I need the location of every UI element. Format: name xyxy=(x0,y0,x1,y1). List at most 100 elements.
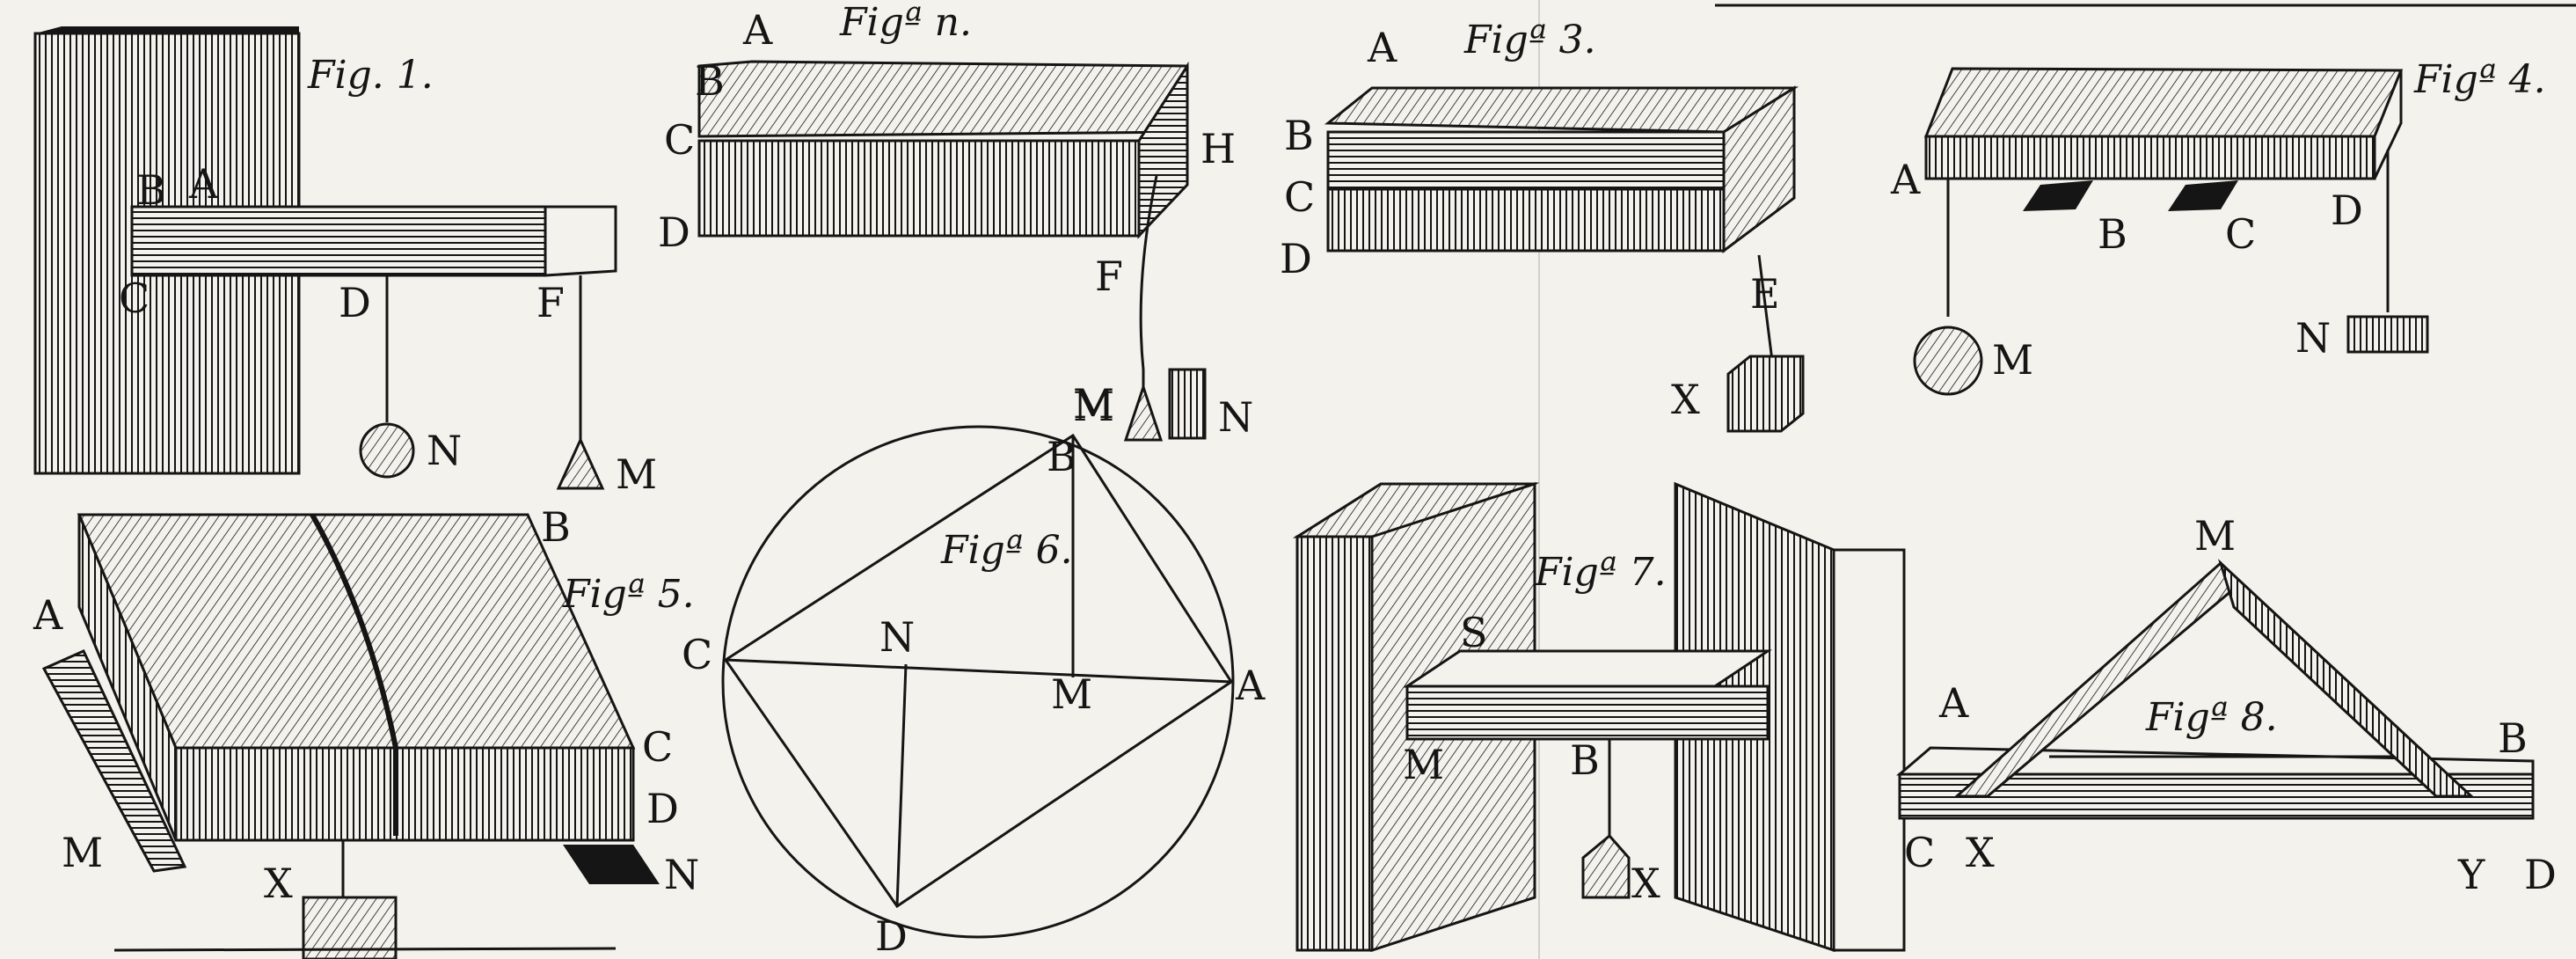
fig7-label-m: M xyxy=(1403,741,1444,788)
fig3-label-e: E xyxy=(1750,270,1780,318)
fig4-label-c: C xyxy=(2225,210,2256,258)
fig7-beam-front xyxy=(1405,684,1770,741)
fig5-label-a: A xyxy=(33,591,63,639)
fig4-beam xyxy=(1924,135,2376,180)
figure-3: Figª 3. A B C D E X xyxy=(1280,18,1805,433)
fig8-label-c: C xyxy=(1904,829,1935,876)
fig4-caption: Figª 4. xyxy=(2413,57,2546,102)
fig2-beam-end xyxy=(1137,61,1189,239)
figure-7: Figª 7. S M B X xyxy=(1292,481,1906,953)
fig6-diameter-ca xyxy=(725,658,1232,684)
fig1-label-f: F xyxy=(536,279,565,326)
fig6-label-b: B xyxy=(1047,433,1076,480)
fig3-label-c: C xyxy=(1284,173,1315,221)
fig3-weight-x xyxy=(1726,355,1805,433)
fig2-label-h: H xyxy=(1200,125,1236,172)
fig4-weight-n xyxy=(2346,315,2429,354)
fig1-label-n: N xyxy=(427,427,462,474)
fig2-label-m: M xyxy=(1073,380,1114,428)
fig3-top-face xyxy=(1324,86,1799,134)
fig5-front-face xyxy=(174,746,635,842)
fig6-label-a: A xyxy=(1235,662,1266,709)
fig8-label-m: M xyxy=(2194,512,2236,560)
fig2-label-c: C xyxy=(664,116,695,164)
fig2-label-f: F xyxy=(1095,253,1123,300)
fig6-caption: Figª 6. xyxy=(940,528,1073,573)
fig7-caption: Figª 7. xyxy=(1534,550,1667,595)
fig1-label-c: C xyxy=(119,275,150,322)
fig5-support-m xyxy=(41,649,187,873)
fig2-weight-m xyxy=(1123,383,1164,442)
fig1-beam xyxy=(130,205,547,277)
fig8-caption: Figª 8. xyxy=(2145,695,2278,740)
fig5-label-n: N xyxy=(664,851,699,898)
fig3-block-end xyxy=(1722,85,1796,253)
fig6-label-d: D xyxy=(875,912,908,959)
fig5-floor-line xyxy=(113,947,617,952)
fig7-weight-x xyxy=(1581,833,1631,899)
fig7-left-wall-front xyxy=(1295,535,1374,952)
fig2-caption: Figª n. xyxy=(839,0,972,45)
fig4-top-face xyxy=(1923,67,2404,138)
fig1-wall-side xyxy=(35,26,299,33)
fig3-label-b: B xyxy=(1284,112,1314,159)
fig7-label-x: X xyxy=(1631,860,1660,907)
figure-4: Figª 4. A B C D M N xyxy=(1890,57,2546,396)
fig3-caption: Figª 3. xyxy=(1463,18,1596,62)
figure-6: Figª 6. B M C N M A D xyxy=(682,383,1266,959)
fig1-weight-m xyxy=(556,436,605,490)
fig2-weight-n xyxy=(1168,368,1207,440)
fig8-label-d: D xyxy=(2524,851,2557,898)
fig6-line-nd xyxy=(895,663,908,907)
fig5-label-b: B xyxy=(541,503,571,551)
fig6-label-m-top: M xyxy=(1073,383,1114,430)
fig4-label-a: A xyxy=(1890,156,1921,203)
fig4-beam-end xyxy=(2373,70,2403,179)
fig3-block-upper xyxy=(1326,130,1726,191)
fig2-label-b: B xyxy=(695,57,725,105)
fig4-support-b xyxy=(2023,180,2093,211)
fig1-beam-end xyxy=(544,205,617,277)
fig4-label-m: M xyxy=(1992,336,2033,384)
fig1-weight-n xyxy=(359,422,415,479)
fig7-right-wall-front xyxy=(1832,548,1906,952)
fig8-label-y: Y xyxy=(2457,851,2485,898)
fig3-label-x: X xyxy=(1671,376,1700,423)
fig7-beam-top xyxy=(1403,649,1772,688)
fig4-label-n: N xyxy=(2295,314,2331,362)
fig3-cord xyxy=(1757,254,1774,362)
fig2-chain xyxy=(1139,175,1158,422)
fig2-label-d: D xyxy=(658,209,690,256)
fig2-beam-front xyxy=(697,139,1141,238)
fig8-label-b: B xyxy=(2498,714,2528,762)
fig6-label-n: N xyxy=(879,613,915,661)
fig5-binding-cord xyxy=(310,513,398,836)
fig5-label-c: C xyxy=(642,723,673,771)
fig5-label-m: M xyxy=(62,829,103,876)
fig3-label-a: A xyxy=(1367,24,1397,71)
fig2-label-a: A xyxy=(742,6,773,54)
fig4-label-d: D xyxy=(2331,187,2363,234)
figure-5: Figª 5. A B C D M X N xyxy=(33,503,699,959)
fig5-label-x: X xyxy=(264,860,293,907)
fig6-circle xyxy=(721,425,1235,939)
fig2-label-n: N xyxy=(1218,393,1253,441)
fig5-label-d: D xyxy=(646,785,679,832)
fig3-block-lower xyxy=(1326,187,1726,253)
fig2-top-face xyxy=(697,60,1189,138)
fig1-label-d: D xyxy=(339,279,371,326)
fig5-support-n xyxy=(563,845,660,884)
fig6-label-m: M xyxy=(1051,670,1092,718)
fig8-label-x: X xyxy=(1966,829,1995,876)
figure-8: Figª 8. M A B C X Y D xyxy=(1896,512,2557,898)
fig3-label-d: D xyxy=(1280,235,1312,282)
fig1-label-m: M xyxy=(616,450,657,498)
fig8-label-a: A xyxy=(1938,679,1969,727)
fig1-label-b: B xyxy=(136,166,166,214)
figure-1: Fig. 1. B A C D F N M xyxy=(33,26,657,498)
fig4-label-b: B xyxy=(2098,210,2127,258)
fig8-rafter-right xyxy=(2217,559,2475,798)
fig7-label-b: B xyxy=(1570,736,1600,784)
fig7-label-s: S xyxy=(1460,609,1488,656)
fig1-caption: Fig. 1. xyxy=(307,53,434,98)
